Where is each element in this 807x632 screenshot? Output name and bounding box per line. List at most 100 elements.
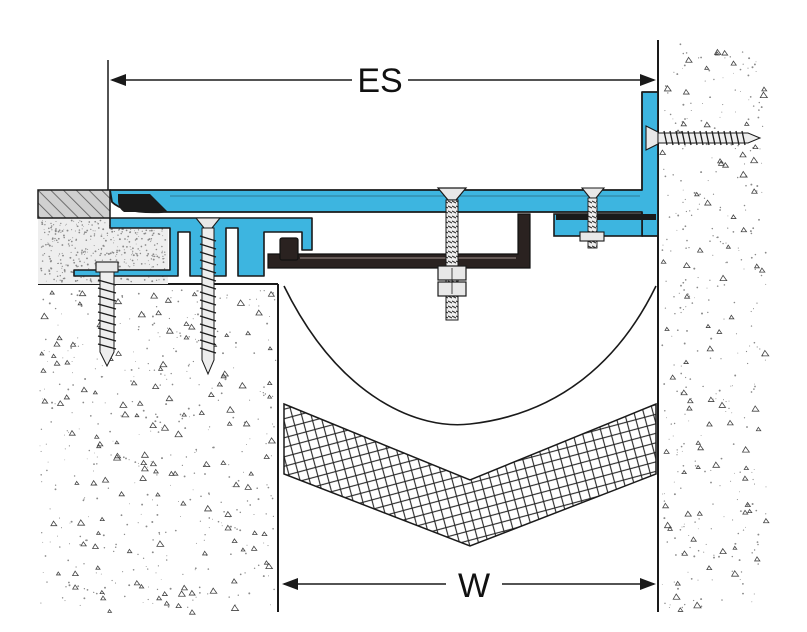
speckle-dot bbox=[734, 542, 737, 545]
speckle-dot bbox=[249, 298, 251, 301]
aggregate-mark bbox=[761, 349, 770, 357]
speckle-dot bbox=[70, 240, 73, 243]
speckle-dot bbox=[81, 224, 84, 226]
aggregate-mark bbox=[255, 309, 263, 316]
speckle-dot bbox=[61, 244, 64, 246]
speckle-dot bbox=[711, 579, 713, 581]
speckle-dot bbox=[708, 69, 711, 72]
speckle-dot bbox=[46, 469, 48, 472]
aggregate-mark bbox=[156, 595, 163, 601]
aggregate-mark bbox=[753, 556, 761, 562]
speckle-dot bbox=[67, 243, 70, 245]
speckle-dot bbox=[73, 356, 75, 358]
speckle-dot bbox=[121, 254, 123, 256]
speckle-dot bbox=[150, 430, 152, 432]
speckle-dot bbox=[743, 163, 746, 165]
speckle-dot bbox=[668, 438, 670, 440]
speckle-dot bbox=[688, 535, 690, 536]
aggregate-mark bbox=[172, 470, 179, 476]
speckle-dot bbox=[72, 259, 75, 261]
speckle-dot bbox=[53, 278, 55, 281]
speckle-dot bbox=[271, 497, 274, 500]
aggregate-mark bbox=[68, 429, 77, 436]
speckle-dot bbox=[39, 390, 41, 392]
aggregate-mark bbox=[49, 290, 56, 295]
speckle-dot bbox=[55, 239, 58, 242]
speckle-dot bbox=[100, 573, 102, 575]
speckle-dot bbox=[71, 229, 73, 231]
speckle-dot bbox=[112, 550, 115, 553]
aggregate-mark bbox=[203, 504, 213, 512]
speckle-dot bbox=[149, 241, 151, 243]
speckle-dot bbox=[44, 224, 46, 226]
w-dimension-label: W bbox=[458, 567, 490, 605]
aggregate-mark bbox=[265, 562, 274, 570]
speckle-dot bbox=[152, 255, 154, 258]
speckle-dot bbox=[747, 74, 750, 77]
speckle-dot bbox=[75, 300, 77, 302]
speckle-dot bbox=[65, 224, 67, 226]
speckle-dot bbox=[133, 376, 135, 378]
speckle-dot bbox=[753, 549, 756, 551]
speckle-dot bbox=[663, 383, 666, 385]
speckle-dot bbox=[750, 391, 753, 393]
aggregate-mark bbox=[99, 516, 106, 521]
speckle-dot bbox=[47, 243, 49, 245]
aggregate-mark bbox=[209, 587, 218, 594]
speckle-dot bbox=[679, 43, 682, 46]
speckle-dot bbox=[50, 222, 52, 225]
speckle-dot bbox=[86, 251, 88, 253]
speckle-dot bbox=[51, 245, 53, 247]
speckle-dot bbox=[664, 110, 666, 112]
speckle-dot bbox=[754, 253, 757, 256]
speckle-dot bbox=[51, 407, 54, 410]
speckle-dot bbox=[51, 401, 53, 404]
speckle-dot bbox=[131, 259, 134, 262]
speckle-dot bbox=[235, 346, 237, 348]
speckle-dot bbox=[230, 553, 232, 556]
speckle-dot bbox=[48, 227, 50, 230]
speckle-dot bbox=[208, 527, 210, 529]
speckle-dot bbox=[146, 347, 148, 350]
speckle-dot bbox=[732, 443, 735, 445]
aggregate-mark bbox=[220, 373, 227, 379]
speckle-dot bbox=[253, 513, 255, 516]
aggregate-mark bbox=[130, 380, 138, 386]
speckle-dot bbox=[77, 337, 79, 339]
speckle-dot bbox=[111, 579, 113, 582]
speckle-dot bbox=[63, 434, 65, 436]
speckle-dot bbox=[179, 332, 181, 334]
speckle-dot bbox=[667, 92, 669, 94]
speckle-dot bbox=[134, 461, 137, 463]
w-dimension: W bbox=[282, 567, 656, 605]
speckle-dot bbox=[84, 250, 86, 253]
speckle-dot bbox=[83, 498, 85, 500]
speckle-dot bbox=[79, 220, 81, 222]
speckle-dot bbox=[245, 444, 247, 445]
speckle-dot bbox=[228, 596, 230, 598]
speckle-dot bbox=[694, 465, 697, 467]
speckle-dot bbox=[75, 254, 78, 256]
speckle-dot bbox=[273, 425, 275, 428]
speckle-dot bbox=[738, 249, 740, 251]
speckle-dot bbox=[156, 255, 159, 258]
aggregate-mark bbox=[77, 301, 83, 306]
speckle-dot bbox=[168, 317, 171, 320]
aggregate-mark bbox=[114, 440, 120, 445]
aggregate-mark bbox=[181, 412, 188, 417]
speckle-dot bbox=[112, 440, 114, 442]
speckle-dot bbox=[733, 301, 736, 304]
speckle-dot bbox=[137, 232, 139, 234]
aggregate-mark bbox=[740, 226, 748, 233]
speckle-dot bbox=[217, 520, 220, 523]
speckle-dot bbox=[764, 359, 766, 361]
speckle-dot bbox=[102, 376, 104, 378]
speckle-dot bbox=[133, 265, 135, 267]
wall-screw-threads bbox=[663, 130, 746, 146]
speckle-dot bbox=[675, 554, 677, 556]
speckle-dot bbox=[71, 412, 73, 414]
speckle-dot bbox=[145, 566, 147, 567]
aggregate-mark bbox=[242, 420, 251, 427]
speckle-dot bbox=[132, 254, 135, 257]
speckle-dot bbox=[178, 420, 180, 423]
